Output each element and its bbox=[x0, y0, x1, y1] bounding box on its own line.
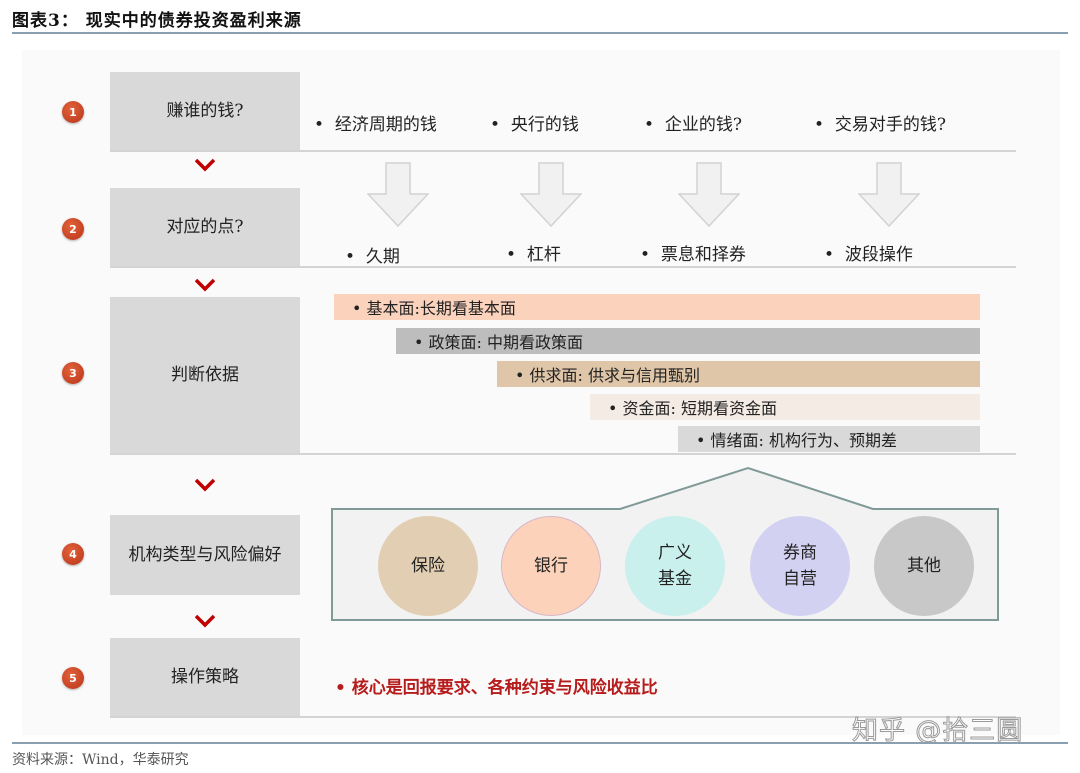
list-item: • 波段操作 bbox=[824, 245, 913, 265]
footer-divider bbox=[12, 742, 1068, 744]
criteria-bar-fundamentals: • 基本面:长期看基本面 bbox=[334, 294, 980, 320]
step-badge-1: 1 bbox=[62, 101, 84, 123]
step-box-points: 对应的点? bbox=[110, 188, 300, 266]
step-badge-2: 2 bbox=[62, 218, 84, 240]
list-item: • 交易对手的钱? bbox=[814, 115, 946, 135]
list-item: • 久期 bbox=[345, 247, 400, 267]
step-box-institutions: 机构类型与风险偏好 bbox=[110, 515, 300, 595]
institution-securities-proprietary: 券商自营 bbox=[750, 516, 850, 616]
list-item: • 杠杆 bbox=[506, 245, 561, 265]
step-box-criteria: 判断依据 bbox=[110, 297, 300, 453]
criteria-bar-liquidity: • 资金面: 短期看资金面 bbox=[590, 394, 980, 420]
institution-others: 其他 bbox=[874, 516, 974, 616]
chevron-down-icon bbox=[194, 478, 216, 492]
institution-bank: 银行 bbox=[501, 516, 601, 616]
step-box-whose-money: 赚谁的钱? bbox=[110, 72, 300, 150]
step-label: 机构类型与风险偏好 bbox=[128, 544, 282, 565]
source-note: 资料来源：Wind，华泰研究 bbox=[12, 752, 189, 768]
row-divider bbox=[110, 150, 1016, 152]
down-arrow-icon bbox=[520, 162, 582, 228]
step-label: 判断依据 bbox=[171, 364, 239, 385]
step-badge-4: 4 bbox=[62, 543, 84, 565]
step-box-strategy: 操作策略 bbox=[110, 638, 300, 716]
figure-title: 图表3： 现实中的债券投资盈利来源 bbox=[12, 11, 302, 31]
list-item: • 经济周期的钱 bbox=[314, 115, 437, 135]
down-arrow-icon bbox=[858, 162, 920, 228]
step-badge-3: 3 bbox=[62, 362, 84, 384]
list-item: • 票息和择券 bbox=[640, 245, 746, 265]
row-divider bbox=[110, 266, 1016, 268]
criteria-bar-supply-demand: • 供求面: 供求与信用甄别 bbox=[497, 361, 980, 387]
watermark: 知乎 @拾三圆 bbox=[851, 716, 1024, 747]
criteria-bar-sentiment: • 情绪面: 机构行为、预期差 bbox=[678, 426, 980, 452]
institution-broad-funds: 广义基金 bbox=[625, 516, 725, 616]
step-label: 赚谁的钱? bbox=[166, 100, 244, 121]
down-arrow-icon bbox=[367, 162, 429, 228]
row-divider bbox=[110, 453, 1016, 455]
step-label: 对应的点? bbox=[166, 216, 244, 237]
chevron-down-icon bbox=[194, 278, 216, 292]
title-divider bbox=[12, 32, 1068, 34]
step-label: 操作策略 bbox=[171, 666, 239, 687]
step-badge-5: 5 bbox=[62, 667, 84, 689]
chevron-down-icon bbox=[194, 158, 216, 172]
strategy-text: • 核心是回报要求、各种约束与风险收益比 bbox=[335, 678, 658, 698]
list-item: • 企业的钱? bbox=[644, 115, 742, 135]
criteria-bar-policy: • 政策面: 中期看政策面 bbox=[396, 328, 980, 354]
down-arrow-icon bbox=[678, 162, 740, 228]
row-divider bbox=[110, 716, 1016, 718]
list-item: • 央行的钱 bbox=[490, 115, 579, 135]
institution-insurance: 保险 bbox=[378, 516, 478, 616]
chevron-down-icon bbox=[194, 614, 216, 628]
